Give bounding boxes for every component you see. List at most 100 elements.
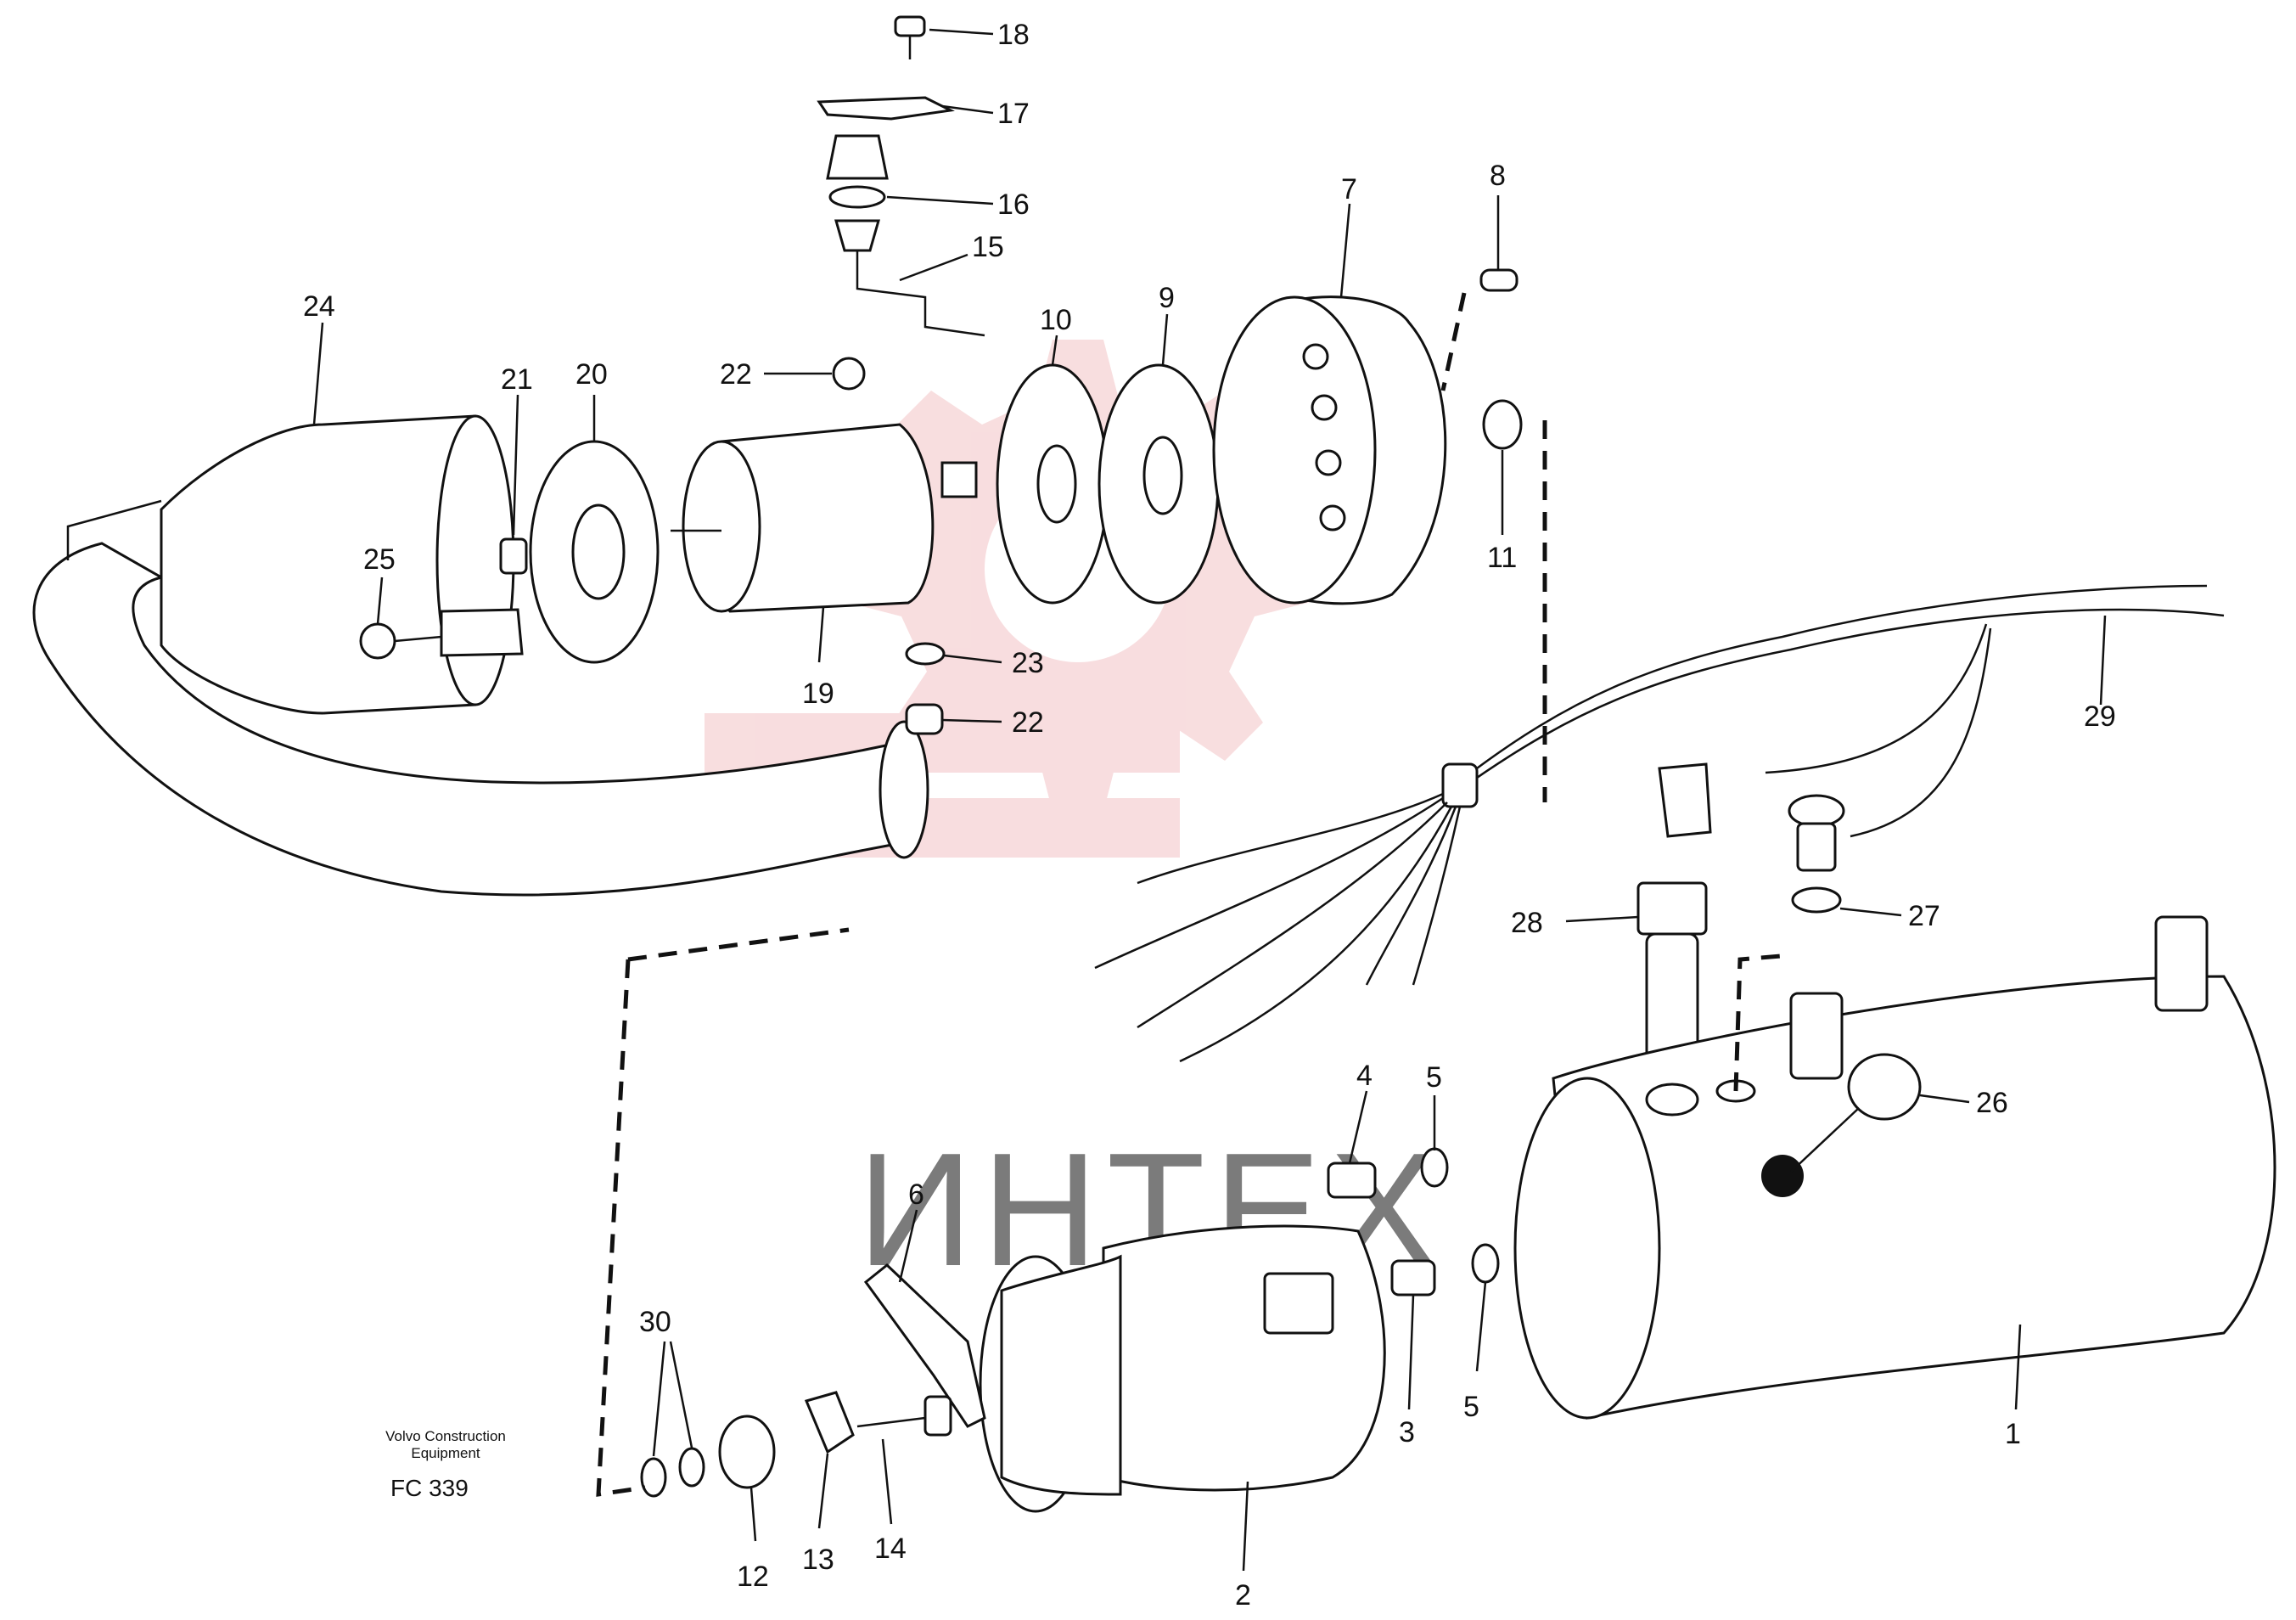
part-20-fan-wheel <box>529 440 660 664</box>
part-1-tank <box>1513 915 2276 1420</box>
callout-20: 20 <box>575 358 608 391</box>
callout-12: 12 <box>737 1561 769 1593</box>
callout-22b: 22 <box>1012 706 1044 739</box>
callout-3: 3 <box>1399 1416 1415 1448</box>
callout-17: 17 <box>997 98 1030 130</box>
harness-grommet <box>1441 762 1479 808</box>
leader-lines <box>312 28 2107 1572</box>
sensor-boot <box>1658 762 1712 838</box>
callout-2: 2 <box>1235 1579 1251 1612</box>
leader-19 <box>817 606 825 663</box>
part-24-cover-and-pipe <box>32 414 929 897</box>
leader-26 <box>1919 1094 1970 1104</box>
callout-11: 11 <box>1487 542 1517 574</box>
part-8-screw <box>1479 268 1519 292</box>
part-12-bushing <box>718 1415 776 1489</box>
screw-head <box>359 622 396 660</box>
switch-cap <box>1788 794 1845 828</box>
leader-21 <box>512 394 519 536</box>
sensor-hex <box>1636 881 1708 936</box>
callout-4: 4 <box>1356 1060 1373 1092</box>
leader-30b <box>669 1341 693 1448</box>
leader-29 <box>2099 615 2107 706</box>
callout-16: 16 <box>997 188 1030 221</box>
callout-23: 23 <box>1012 647 1044 679</box>
figure-code: FC 339 <box>390 1475 469 1501</box>
leader-14 <box>881 1438 893 1525</box>
callout-22a: 22 <box>720 358 752 391</box>
leader-24 <box>312 322 324 425</box>
part-18-screw <box>894 15 926 59</box>
harness-lead-5 <box>1365 806 1457 986</box>
part-26-plug <box>1847 1053 1922 1121</box>
tank-end-face <box>1513 1077 1661 1420</box>
part-22-screw-bottom <box>905 703 944 735</box>
plate-hole <box>1142 436 1183 515</box>
leader-30a <box>652 1341 666 1457</box>
leader-27 <box>1839 907 1902 917</box>
callout-labels: 18 17 16 15 7 8 9 10 22 24 21 20 11 25 1… <box>303 19 2116 1612</box>
part-10-flange <box>996 363 1109 605</box>
callout-28: 28 <box>1511 907 1543 939</box>
harness-lead-3 <box>1137 802 1448 1029</box>
part-16-ring <box>828 185 886 209</box>
part-15-rod <box>856 250 985 337</box>
burner-clip <box>1263 1272 1334 1335</box>
leader-13 <box>817 1453 829 1529</box>
caption-company-line2: Equipment <box>411 1445 480 1461</box>
leader-22b <box>941 718 1002 723</box>
part-25-screw <box>359 608 524 660</box>
burner-body <box>1102 1224 1386 1492</box>
leader-15 <box>899 253 968 282</box>
motor-face <box>682 440 761 613</box>
callout-26: 26 <box>1976 1087 2008 1119</box>
part-3-nozzle-bottom <box>1390 1259 1436 1297</box>
switch-grommet <box>1791 886 1842 914</box>
part-23-washer <box>905 642 946 666</box>
housing-hole-2 <box>1311 394 1338 421</box>
part-17-bracket <box>817 96 955 121</box>
dash-link-harness-to-burner <box>596 420 1547 1497</box>
part-28-sensor <box>1636 762 1712 1063</box>
part-11-spacer <box>1482 399 1523 450</box>
cover-bracket <box>66 499 162 560</box>
housing-hole-1 <box>1302 343 1329 370</box>
callout-25: 25 <box>363 543 396 576</box>
part-7-housing <box>1212 295 1447 605</box>
part-9-plate <box>1097 363 1220 605</box>
part-19-motor <box>671 423 978 613</box>
dash-link-tank-port <box>1733 953 1792 1092</box>
part-30-washer-2 <box>678 1447 705 1488</box>
callout-10: 10 <box>1040 304 1072 336</box>
bolt-head <box>923 1395 952 1437</box>
part-5-spring-top <box>1420 1147 1449 1188</box>
harness-main-cable-2 <box>1459 608 2225 791</box>
leader-1 <box>2014 1324 2022 1410</box>
housing-front <box>1212 295 1377 605</box>
bolt-shank <box>856 1416 926 1428</box>
leader-6 <box>898 1209 918 1283</box>
part-21-nut <box>499 537 528 575</box>
harness-branch-switch <box>1850 627 1992 838</box>
harness-lead-4 <box>1179 806 1453 1063</box>
switch-body <box>1796 822 1837 872</box>
flange-hole <box>1036 444 1077 524</box>
leader-2 <box>1242 1481 1249 1572</box>
screw-shank <box>394 635 442 643</box>
callout-14: 14 <box>874 1533 907 1565</box>
harness-lead-2 <box>1094 796 1444 970</box>
callout-13: 13 <box>802 1544 834 1576</box>
part-2-burner-tube <box>979 1224 1386 1513</box>
leader-12 <box>749 1487 757 1542</box>
leader-10 <box>1051 335 1058 366</box>
callout-15: 15 <box>972 231 1004 263</box>
leader-16 <box>886 195 994 205</box>
burner-sleeve <box>1000 1254 1122 1496</box>
leader-5b <box>1475 1281 1487 1372</box>
pipe-end <box>879 720 929 859</box>
tank-outlet <box>2154 915 2209 1012</box>
leader-23 <box>943 654 1002 664</box>
harness-branch-sensor <box>1765 623 1988 774</box>
callout-27: 27 <box>1908 900 1940 932</box>
